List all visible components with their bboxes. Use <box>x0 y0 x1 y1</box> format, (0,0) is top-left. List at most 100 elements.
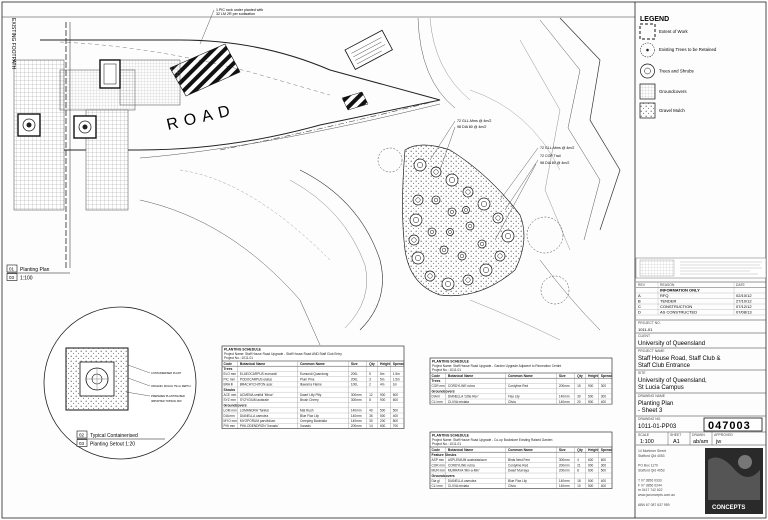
svg-text:Planting Plan: Planting Plan <box>20 267 50 273</box>
schedule-header-cell: Common Name <box>508 448 533 452</box>
table-cell: 140mm <box>559 479 570 483</box>
table-cell: DIANELLA caerulea <box>240 414 269 418</box>
road-edge-south <box>40 99 441 151</box>
table-cell: 100L <box>351 383 358 387</box>
drawing-name: - Sheet 3 <box>638 408 663 414</box>
plant-symbol <box>445 173 459 187</box>
table-cell: LOM mm <box>224 409 237 413</box>
planting-setout-detail: CONTAINERISED PLANT ORGANIC MULCH 75mm D… <box>43 306 197 460</box>
table-cell: ELO mm <box>224 372 237 376</box>
table-cell: Clivia <box>508 400 516 404</box>
table-cell: ASPLENIUM australasicum <box>448 458 487 462</box>
table-cell: PODOCARPUS elatus <box>240 377 272 381</box>
plant-symbol <box>465 221 475 231</box>
schedule-header-cell: Code <box>224 362 233 366</box>
table-cell: 600 <box>393 398 399 402</box>
table-cell: 4m <box>380 383 385 387</box>
company-address-line: T 07 3856 0333 <box>638 478 662 482</box>
title-block: LEGEND Extent of Work Existing Trees to … <box>634 2 767 518</box>
table-cell: 200L <box>351 372 358 376</box>
legend-title: LEGEND <box>640 16 669 23</box>
plant-symbol <box>492 212 504 224</box>
plant-symbol <box>462 206 470 214</box>
table-cell: Brush Cherry <box>300 398 319 402</box>
table-cell: 200L <box>351 377 358 381</box>
table-cell: COR mm <box>432 463 446 467</box>
table-row: Shrubs <box>224 388 236 392</box>
table-cell: 12 <box>369 393 373 397</box>
revision-reason: RFQ <box>660 293 668 298</box>
svg-text:SITE: SITE <box>638 371 646 375</box>
table-cell: Trees <box>224 367 233 371</box>
table-cell: MURRAYA 'Min-a-Min' <box>448 469 480 473</box>
table-cell: 8 <box>369 398 371 402</box>
table-row: Groundcovers <box>432 474 455 478</box>
schedule-header-cell: Spread <box>601 374 613 378</box>
svg-text:CLIENT: CLIENT <box>638 334 650 338</box>
table-cell: 300mm <box>351 398 362 402</box>
schedule-subtitle: Project Name: Staff House Road Upgrade -… <box>432 364 562 368</box>
table-cell: 300mm <box>559 458 570 462</box>
drawing-name: Planting Plan <box>638 401 673 407</box>
table-cell: 400 <box>601 479 607 483</box>
table-cell: 10 <box>577 484 581 488</box>
table-cell: 800 <box>393 419 399 423</box>
table-cell: CLIVIA miniata <box>448 484 469 488</box>
legend-item: Extent of Work <box>639 23 689 40</box>
callout-2: 98 DIA 80 @ 4m/2 <box>457 125 486 129</box>
road-label: ROAD <box>165 102 237 134</box>
table-cell: 140mm <box>559 395 570 399</box>
table-cell: 300 <box>601 384 607 388</box>
table-cell: Creeping Boobialla <box>300 419 327 423</box>
tree-shrub-icon <box>640 63 655 79</box>
plant-symbol <box>431 195 441 205</box>
plant-symbol <box>412 194 424 206</box>
legend-item: Existing Trees to be Retained <box>640 42 717 58</box>
company-name: CONCEPTS <box>712 505 745 511</box>
table-cell: CLI mm <box>432 400 444 404</box>
extent-icon <box>639 23 656 40</box>
table-cell: Feature Shrubs <box>432 453 457 457</box>
table-cell: Clivia <box>508 484 516 488</box>
groundcover-icon <box>639 83 656 100</box>
table-cell: MYO mm <box>224 419 238 423</box>
top-note-line2: 32 LM 2R per sodisation <box>216 12 255 16</box>
table-cell: 140mm <box>351 419 362 423</box>
table-cell: 400 <box>601 484 607 488</box>
rotated-note-left: EXISTING FOOTPATH <box>10 18 16 70</box>
revision-header-cell: DATE <box>736 283 746 287</box>
table-cell: PHILODENDRON 'Xanadu' <box>240 424 279 428</box>
table-cell: 600 <box>588 458 594 462</box>
revision-reason: CONSTRUCTION <box>660 304 692 309</box>
table-cell: 600 <box>380 424 386 428</box>
plant-symbol <box>411 251 425 265</box>
table-cell: DIANELLA 'Little Rev' <box>448 395 479 399</box>
table-cell: 36 <box>369 414 373 418</box>
table-cell: Shrubs <box>224 388 236 392</box>
schedule-project: Project No.: 1011-01 <box>224 356 253 360</box>
revision-code: D <box>638 310 641 315</box>
table-cell: 3 <box>369 377 371 381</box>
table-cell: MUR mm <box>432 469 446 473</box>
table-cell: 200mm <box>351 424 362 428</box>
schedule-header-cell: Qty <box>577 448 583 452</box>
schedule-header-cell: Spread <box>393 362 405 366</box>
revision-header-cell: REV <box>638 283 646 287</box>
project-name: Staff Club Entrance <box>638 363 691 369</box>
table-cell: 140mm <box>559 484 570 488</box>
table-cell: 200mm <box>559 463 570 467</box>
table-cell: 300mm <box>351 393 362 397</box>
table-cell: Plum Pine <box>300 377 315 381</box>
table-cell: 5m <box>380 377 385 381</box>
detail-title: 02 Typical Containerised 03 Planting Set… <box>76 430 165 448</box>
svg-text:02: 02 <box>79 433 85 438</box>
planting-plan: EXISTING FOOTPATH ROAD 1 PIC rock under … <box>6 8 621 346</box>
table-cell: DIANELLA caerulea <box>448 479 477 483</box>
